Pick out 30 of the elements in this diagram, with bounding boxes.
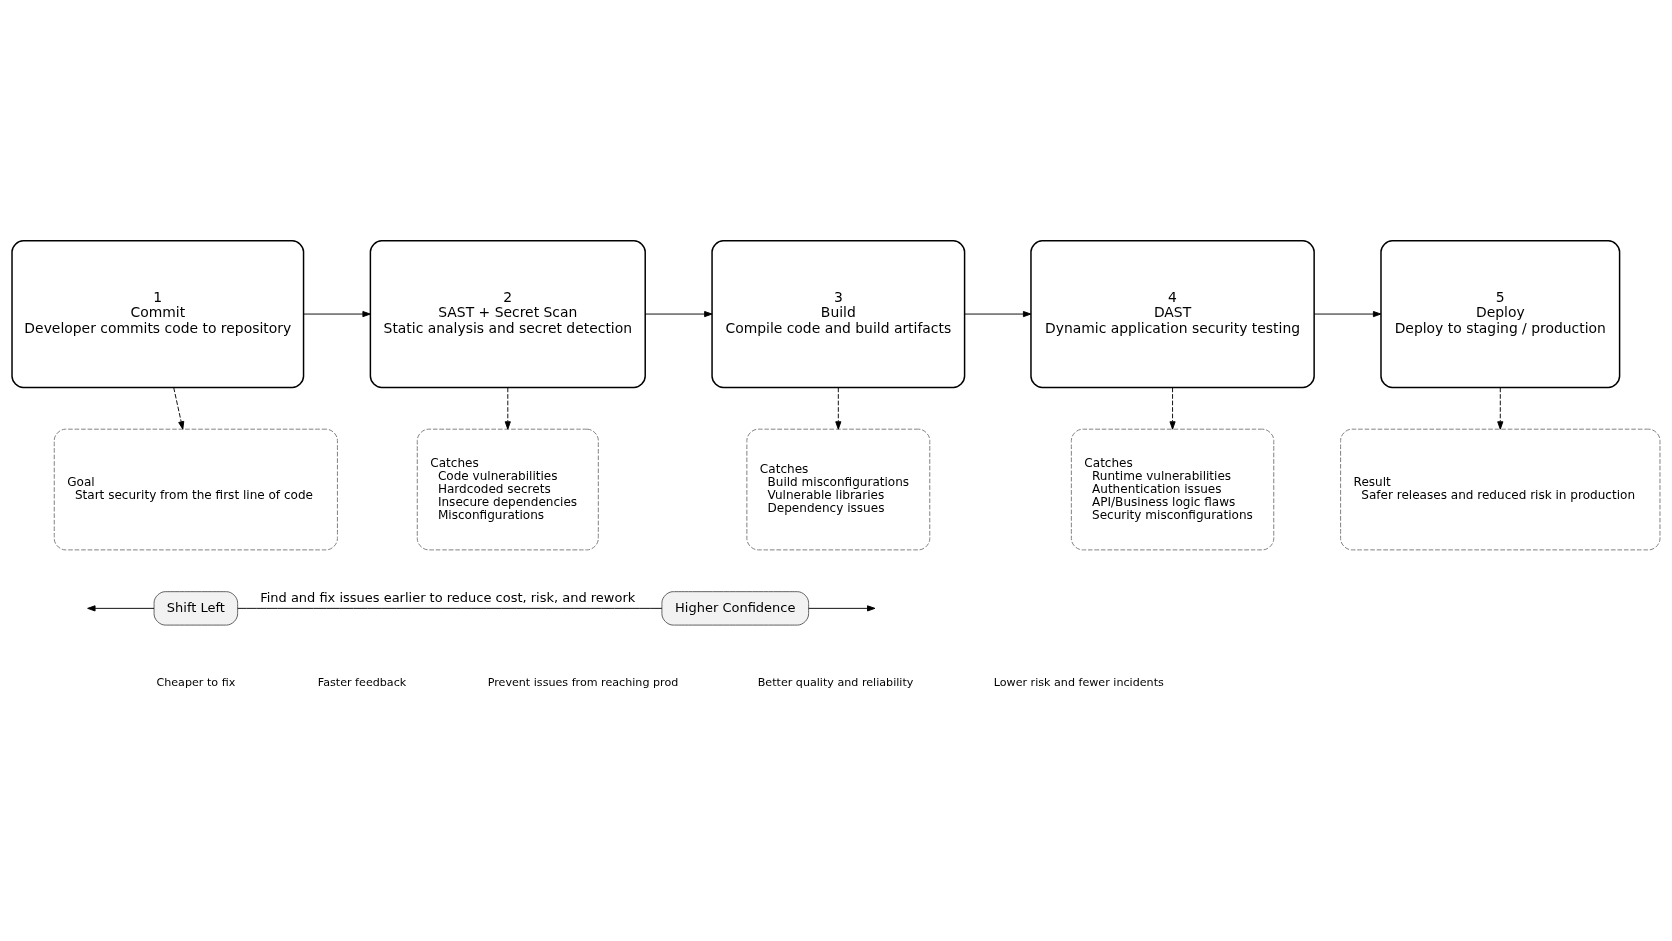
arrow	[303, 311, 371, 318]
node-box: 5 Deploy Deploy to staging / production	[1380, 239, 1621, 389]
node-box: Result Safer releases and reduced risk in production	[1340, 428, 1661, 551]
node-box: Catches Code vulnerabilities Hardcoded secrets Insecure dependencies Misconfigurations	[416, 428, 599, 551]
edge-label: Find and fix issues earlier to reduce cost, risk, and rework	[260, 590, 636, 606]
arrow	[1169, 387, 1176, 430]
node-box: Shift Left	[153, 591, 239, 626]
arrow	[808, 605, 876, 612]
node-box: 3 Build Compile code and build artifacts	[711, 239, 966, 389]
arrow	[1497, 387, 1504, 430]
node-box: Higher Confidence	[661, 591, 810, 626]
label: Prevent issues from reaching prod	[487, 676, 679, 690]
arrow	[1313, 311, 1382, 318]
arrow	[964, 311, 1032, 318]
arrow	[835, 387, 842, 430]
node-box: Goal Start security from the first line of code	[53, 428, 338, 551]
arrow	[504, 387, 511, 430]
connector	[237, 607, 663, 609]
node-box: Catches Build misconfigurations Vulnerable libraries Dependency issues	[746, 428, 931, 551]
arrow	[87, 605, 155, 612]
node-box: Catches Runtime vulnerabilities Authentication issues API/Business logic flaws Security misconfigurations	[1070, 428, 1275, 551]
label: Cheaper to fix	[156, 676, 236, 690]
label: Lower risk and fewer incidents	[993, 676, 1164, 690]
arrow	[173, 387, 185, 430]
node-box: 1 Commit Developer commits code to repository	[11, 239, 305, 389]
label: Better quality and reliability	[757, 676, 914, 690]
label: Faster feedback	[317, 676, 407, 690]
node-box: 4 DAST Dynamic application security testing	[1030, 239, 1315, 389]
node-box: 2 SAST + Secret Scan Static analysis and secret detection	[369, 239, 646, 389]
arrow	[644, 311, 713, 318]
